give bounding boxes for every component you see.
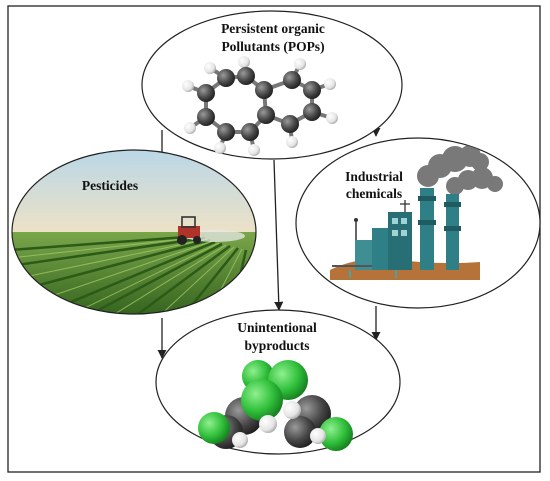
pops-label-line2: Pollutants (POPs) (221, 39, 324, 54)
pops-label-line1: Persistent organic (221, 21, 325, 36)
industrial-label-line2: chemicals (346, 186, 402, 201)
byproducts-label-line1: Unintentional (237, 320, 317, 335)
node-pops: Persistent organic Pollutants (POPs) (141, 10, 403, 160)
arrow-pops-to-byproducts (273, 159, 284, 311)
node-pesticides: Pesticides (11, 149, 257, 315)
outer-frame (7, 5, 541, 473)
aromatic-molecule-icon (182, 56, 338, 156)
node-byproducts: Unintentional byproducts (155, 309, 401, 455)
industrial-label-line1: Industrial (345, 169, 403, 184)
node-industrial: Industrial chemicals (295, 137, 541, 309)
pesticides-label: Pesticides (82, 178, 138, 193)
chlorinated-molecule-icon (198, 360, 353, 451)
factory-icon (330, 145, 503, 280)
tractor-icon (177, 216, 245, 245)
byproducts-label-line2: byproducts (244, 338, 309, 353)
